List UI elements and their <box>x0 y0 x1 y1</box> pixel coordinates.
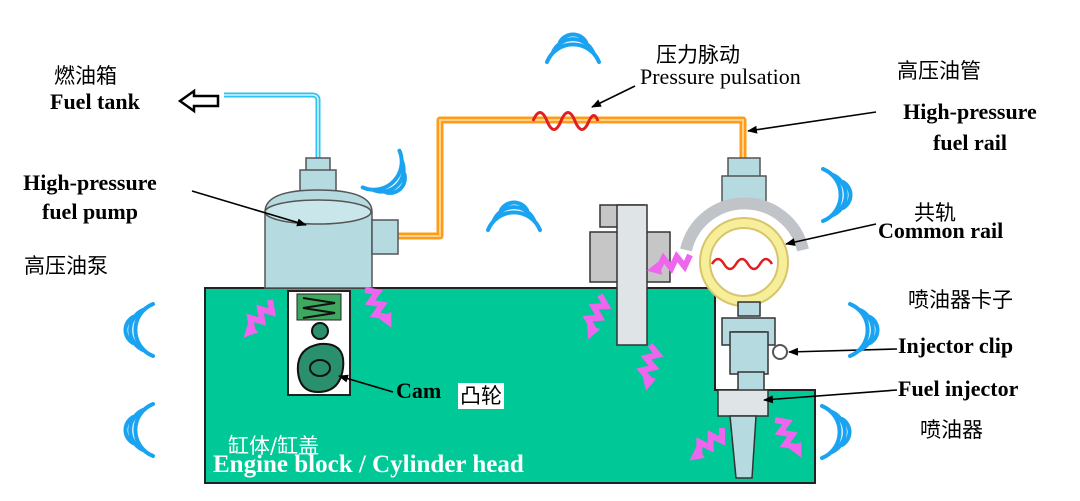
pressure-pulsation-spring <box>531 111 600 131</box>
engine-block-label-zh: 缸体/缸盖 <box>228 434 320 458</box>
fuel-tank-label-en: Fuel tank <box>50 89 140 114</box>
high-pressure-line-highlight <box>398 119 744 237</box>
fuel-pump-label-zh: 高压油泵 <box>22 253 110 279</box>
cam-label-en: Cam <box>396 378 442 403</box>
common-rail <box>680 157 809 307</box>
injector-clip-label-en: Injector clip <box>898 333 1014 358</box>
fuel-pump-label-en-line2: fuel pump <box>42 199 138 224</box>
pulsation-label-zh: 压力脉动 <box>654 42 742 68</box>
fuel-rail-label-en-line1: High-pressure <box>903 99 1037 124</box>
injector-clip-label-zh: 喷油器卡子 <box>906 287 1015 313</box>
fuel-pump <box>264 157 399 289</box>
fuel-pump-label-en-line1: High-pressure <box>23 170 157 195</box>
mounting-bolt <box>589 204 671 346</box>
high-pressure-line <box>398 116 747 240</box>
cam-assembly <box>287 290 351 396</box>
cam-label-zh: 凸轮 <box>458 383 504 409</box>
fuel-return-line-highlight <box>224 94 319 168</box>
fuel-tank-arrow <box>177 88 220 114</box>
fuel-injector-label-zh: 喷油器 <box>918 417 985 443</box>
fuel-rail-label-en-line2: fuel rail <box>933 130 1007 155</box>
fuel-rail-label-zh: 高压油管 <box>895 58 983 84</box>
fuel-injector-label-en: Fuel injector <box>898 376 1019 401</box>
pulsation-label-en: Pressure pulsation <box>640 64 801 89</box>
fuel-tank-label-zh: 燃油箱 <box>52 63 119 89</box>
engine-block-label-en: Engine block / Cylinder head <box>213 451 524 478</box>
common-rail-label-en: Common rail <box>878 218 1004 243</box>
fuel-injector <box>717 301 788 479</box>
fuel-return-line <box>224 92 321 168</box>
common-rail-label-zh: 共轨 <box>912 200 958 226</box>
callout-arrows <box>191 85 898 404</box>
